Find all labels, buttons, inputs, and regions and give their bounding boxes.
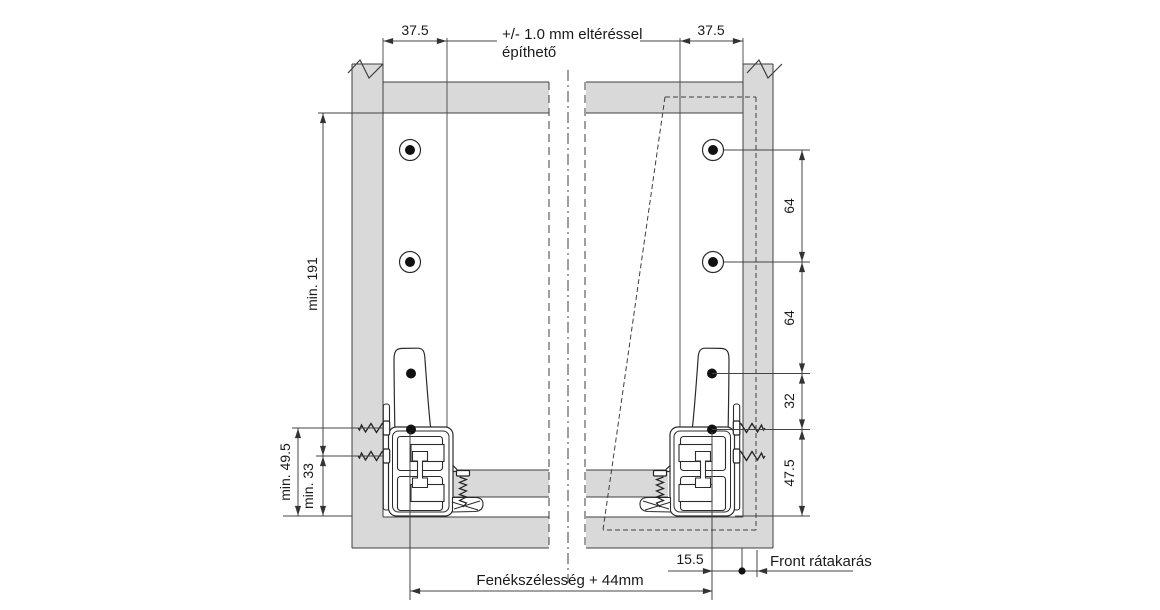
front-overlay-reference-dot xyxy=(738,567,746,575)
side-screw-upper xyxy=(357,420,391,436)
cabinet-structure-outlines xyxy=(318,63,774,549)
dim-cabinet-height-label: min. 191 xyxy=(304,257,320,311)
screw-hole xyxy=(701,250,725,274)
tolerance-note-line1: +/- 1.0 mm eltéréssel xyxy=(502,26,642,43)
dim-top-left-label: 37.5 xyxy=(401,22,428,38)
dim-47-5-label: 47.5 xyxy=(781,459,797,486)
break-symbol-left xyxy=(347,58,384,80)
screw-hole xyxy=(701,138,725,162)
slide-assembly-left xyxy=(357,347,484,517)
break-symbol-right xyxy=(746,58,783,80)
screw-hole xyxy=(398,138,422,162)
dimension-labels: 37.5 37.5 +/- 1.0 mm eltéréssel építhető… xyxy=(277,22,872,589)
break-symbols xyxy=(347,58,783,80)
tolerance-note-line2: építhető xyxy=(502,44,556,61)
dimension-lines xyxy=(283,37,853,600)
runner-profile xyxy=(396,435,445,512)
screw-hole xyxy=(398,250,422,274)
front-overlay-label: Front rátakarás xyxy=(770,553,872,570)
dim-64-upper-label: 64 xyxy=(781,198,797,214)
dim-top-right-label: 37.5 xyxy=(697,22,724,38)
front-screw-holes xyxy=(398,138,725,274)
bottom-screw xyxy=(455,469,471,508)
cabinet-left-panel xyxy=(352,64,549,548)
dim-min-33-label: min. 33 xyxy=(300,463,316,509)
dim-64-lower-label: 64 xyxy=(781,310,797,326)
dim-15-5-label: 15.5 xyxy=(676,551,703,567)
top-rail-left xyxy=(383,82,549,113)
cabinet-right-panel xyxy=(586,64,773,548)
side-screw-lower xyxy=(357,448,391,464)
dim-32-label: 32 xyxy=(781,393,797,409)
front-panel-dashed-outline xyxy=(602,96,757,531)
center-break-lines xyxy=(548,70,586,583)
bottom-width-label: Fenékszélesség + 44mm xyxy=(476,572,643,589)
dim-min-49-5-label: min. 49.5 xyxy=(277,443,293,501)
